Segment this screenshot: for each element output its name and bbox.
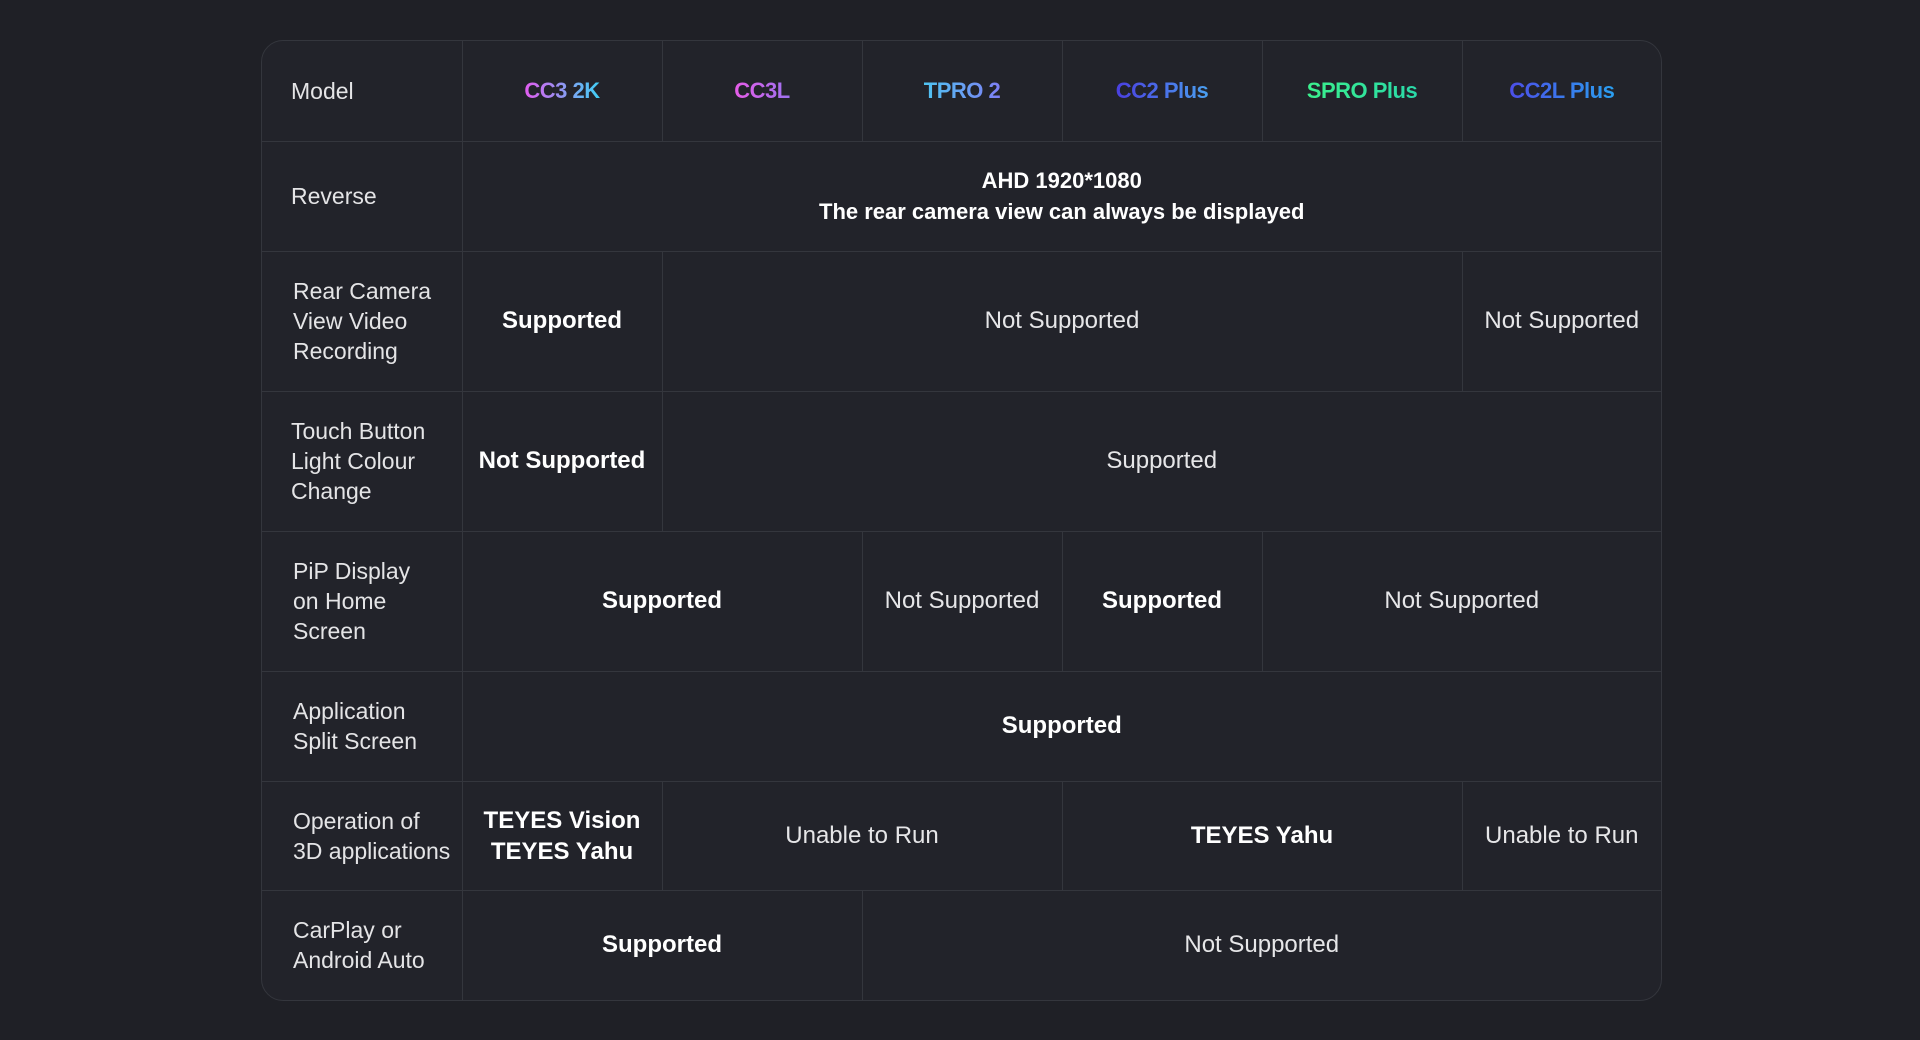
apps-3d-cc3-2k: TEYES Vision TEYES Yahu (461, 780, 663, 891)
row-carplay: CarPlay or Android Auto Supported Not Su… (262, 889, 1661, 1000)
split-screen-all: Supported (461, 670, 1661, 782)
model-name: CC2L Plus (1509, 77, 1615, 103)
model-tpro-2: TPRO 2 (861, 41, 1063, 142)
apps-3d-cc2-spro: TEYES Yahu (1061, 780, 1463, 891)
carplay-others: Not Supported (861, 889, 1661, 1000)
pip-tpro-2: Not Supported (861, 530, 1063, 672)
row-pip-display: PiP Display on Home Screen Supported Not… (262, 530, 1661, 672)
rear-recording-cc2l-plus: Not Supported (1461, 250, 1661, 392)
reverse-description: The rear camera view can always be displ… (819, 199, 1305, 224)
model-comparison-table: Model CC3 2K CC3L TPRO 2 CC2 Plus SPRO P… (262, 41, 1661, 1000)
row-rear-camera-recording: Rear Camera View Video Recording Support… (262, 250, 1661, 392)
model-spro-plus: SPRO Plus (1261, 41, 1463, 142)
label-line: Change (291, 478, 372, 504)
comparison-table-container: Model CC3 2K CC3L TPRO 2 CC2 Plus SPRO P… (261, 40, 1662, 1001)
reverse-resolution: AHD 1920*1080 (981, 168, 1142, 193)
label-line: CarPlay or (293, 917, 402, 944)
label-line: Operation of (293, 807, 420, 834)
pip-cc2-plus: Supported (1061, 530, 1263, 672)
row-label-touch-button-colour: Touch Button Light Colour Change (262, 390, 463, 532)
model-header-label: Model (262, 41, 463, 142)
model-cc3-2k: CC3 2K (461, 41, 663, 142)
model-name: TPRO 2 (923, 77, 1001, 103)
header-row: Model CC3 2K CC3L TPRO 2 CC2 Plus SPRO P… (262, 41, 1661, 142)
row-reverse: Reverse AHD 1920*1080 The rear camera vi… (262, 140, 1661, 252)
model-cc3l: CC3L (661, 41, 863, 142)
model-cc2-plus: CC2 Plus (1061, 41, 1263, 142)
carplay-cc3-2k-cc3l: Supported (461, 889, 863, 1000)
apps-3d-cc3l-tpro: Unable to Run (661, 780, 1063, 891)
touch-button-others: Supported (661, 390, 1661, 532)
rear-recording-cc3-2k: Supported (461, 250, 663, 392)
label-line: Android Auto (293, 947, 425, 974)
pip-cc3-2k-cc3l: Supported (461, 530, 863, 672)
label-line: View Video (293, 308, 408, 334)
reverse-value: AHD 1920*1080 The rear camera view can a… (461, 140, 1661, 252)
label-line: on Home (293, 588, 387, 614)
app-name: TEYES Yahu (490, 837, 634, 865)
row-label-reverse: Reverse (262, 140, 463, 252)
row-label-rear-camera-recording: Rear Camera View Video Recording (262, 250, 463, 392)
apps-3d-cc2l-plus: Unable to Run (1461, 780, 1661, 891)
label-line: Rear Camera (293, 278, 432, 304)
row-label-3d-applications: Operation of 3D applications (262, 780, 463, 891)
label-line: Split Screen (293, 728, 418, 754)
touch-button-cc3-2k: Not Supported (461, 390, 663, 532)
row-split-screen: Application Split Screen Supported (262, 670, 1661, 782)
model-name: CC2 Plus (1115, 77, 1209, 103)
row-label-carplay: CarPlay or Android Auto (262, 889, 463, 1000)
rear-recording-middle: Not Supported (661, 250, 1463, 392)
pip-spro-cc2l: Not Supported (1261, 530, 1661, 672)
model-cc2l-plus: CC2L Plus (1461, 41, 1661, 142)
app-name: TEYES Vision (483, 806, 641, 834)
row-label-split-screen: Application Split Screen (262, 670, 463, 782)
label-line: Screen (293, 618, 366, 644)
label-line: 3D applications (293, 837, 451, 864)
model-name: CC3 2K (524, 77, 600, 103)
label-line: Light Colour (291, 448, 416, 474)
row-touch-button-colour: Touch Button Light Colour Change Not Sup… (262, 390, 1661, 532)
model-name: CC3L (734, 77, 790, 103)
label-line: Touch Button (291, 418, 426, 444)
label-line: Recording (293, 338, 398, 364)
label-line: Application (293, 698, 406, 724)
row-label-pip-display: PiP Display on Home Screen (262, 530, 463, 672)
label-line: PiP Display (293, 558, 411, 584)
row-3d-applications: Operation of 3D applications TEYES Visio… (262, 780, 1661, 891)
model-name: SPRO Plus (1306, 77, 1418, 103)
